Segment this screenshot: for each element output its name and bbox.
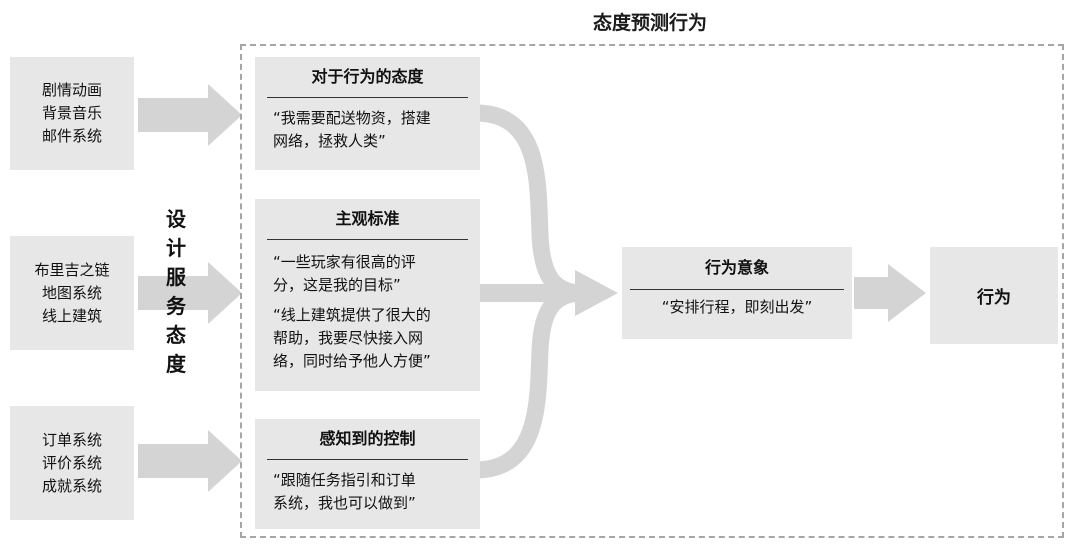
source-line: 评价系统 [41, 453, 102, 472]
card-title: 对于行为的态度 [267, 57, 468, 98]
source-line: 线上建筑 [41, 306, 102, 325]
diagram-title: 态度预测行为 [592, 12, 707, 34]
intention-quote: “安排行程，即刻出发” [661, 298, 813, 316]
card-subjective-norm: 主观标准 “一些玩家有很高的评 分，这是我的目标” “线上建筑提供了很大的 帮助… [255, 199, 480, 391]
vertical-char: 度 [166, 352, 186, 376]
arrow-source-2 [138, 262, 242, 324]
vertical-char: 服 [166, 265, 186, 289]
card-quote: “线上建筑提供了很大的 帮助，我要尽快接入网 络，同时给予他人方便” [273, 306, 431, 370]
card-quote: “我需要配送物资，搭建 网络，拯救人类” [273, 109, 431, 150]
behavior-box: 行为 [930, 247, 1058, 344]
intention-title: 行为意象 [630, 247, 844, 290]
source-box-3: 订单系统 评价系统 成就系统 [10, 406, 134, 520]
source-line: 布里吉之链 [34, 260, 110, 279]
vertical-char: 设 [166, 207, 186, 231]
vertical-char: 计 [166, 236, 186, 260]
source-line: 成就系统 [41, 476, 102, 495]
arrow-into-intention [575, 270, 618, 316]
vertical-char: 态 [166, 323, 186, 347]
intention-box: 行为意象 “安排行程，即刻出发” [622, 247, 852, 339]
prediction-frame [240, 44, 1064, 538]
source-line: 订单系统 [41, 430, 102, 449]
arrow-source-3 [138, 430, 242, 492]
card-title: 感知到的控制 [267, 419, 468, 460]
source-line: 背景音乐 [41, 104, 102, 122]
arrow-source-1 [138, 84, 242, 146]
card-title: 主观标准 [267, 199, 468, 240]
card-attitude: 对于行为的态度 “我需要配送物资，搭建 网络，拯救人类” [255, 57, 480, 170]
vertical-label: 设 计 服 务 态 度 [162, 205, 190, 379]
source-box-2: 布里吉之链 地图系统 线上建筑 [10, 236, 134, 350]
card-perceived-control: 感知到的控制 “跟随任务指引和订单 系统，我也可以做到” [255, 419, 480, 529]
vertical-char: 务 [166, 294, 186, 318]
source-line: 地图系统 [41, 283, 102, 302]
card-quote: “一些玩家有很高的评 分，这是我的目标” [273, 253, 416, 294]
source-line: 剧情动画 [41, 81, 102, 99]
flow-band-middle [480, 284, 580, 302]
card-quote: “跟随任务指引和订单 系统，我也可以做到” [273, 471, 416, 512]
arrow-intention-behavior [854, 264, 926, 322]
source-line: 邮件系统 [41, 127, 102, 145]
source-box-1: 剧情动画 背景音乐 邮件系统 [10, 57, 134, 170]
